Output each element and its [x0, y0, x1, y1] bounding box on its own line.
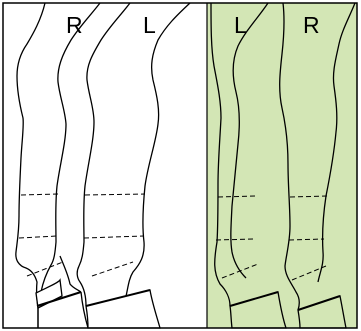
- leg-label: R: [66, 12, 83, 38]
- leg-label: L: [234, 12, 247, 38]
- leg-label: L: [143, 12, 156, 38]
- leg-label: R: [303, 12, 320, 38]
